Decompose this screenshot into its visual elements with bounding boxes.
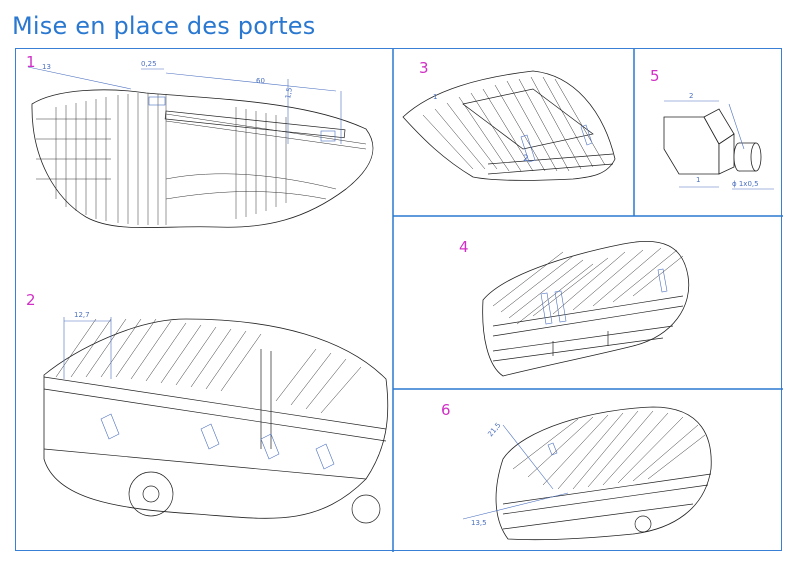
dimension-label: 0,25 xyxy=(141,60,157,68)
step-number: 5 xyxy=(650,67,660,85)
hinge-part-detail-drawing: 2 1 ϕ 1x0,5 xyxy=(663,92,774,190)
panel-dividers xyxy=(392,49,783,552)
panel-step-6: 6 21,5 13,5 xyxy=(393,389,783,552)
door-installation-drawing-3: 1 2 xyxy=(402,70,616,181)
dimension-label: 12,7 xyxy=(74,311,90,319)
door-installation-drawing-4 xyxy=(482,240,690,377)
door-installation-drawing-1: 13 0,25 60 1,5 xyxy=(27,60,374,229)
instruction-sheet-frame: 1 xyxy=(15,48,783,552)
dimension-label: 2 xyxy=(689,92,693,100)
step-number: 3 xyxy=(419,59,429,77)
dimension-label: 13,5 xyxy=(471,519,487,527)
step-number: 6 xyxy=(441,401,451,419)
panel-step-4: 4 xyxy=(393,216,783,389)
part-label: 2 xyxy=(523,154,529,164)
panel-step-1: 1 xyxy=(16,49,393,279)
step-number: 4 xyxy=(459,238,469,256)
step-number: 1 xyxy=(26,53,36,71)
dimension-label: ϕ 1x0,5 xyxy=(732,180,759,188)
door-installation-drawing-2: 12,7 xyxy=(43,311,389,524)
dimension-label: 13 xyxy=(42,63,51,71)
dimension-label: 1,5 xyxy=(284,87,294,99)
door-installation-drawing-6: 21,5 13,5 xyxy=(462,406,712,541)
panel-step-2: 2 xyxy=(16,279,393,552)
dimension-label: 1 xyxy=(696,176,700,184)
step-number: 2 xyxy=(26,291,36,309)
panel-step-5: 5 2 1 ϕ 1x0,5 xyxy=(634,49,783,216)
dimension-label: 60 xyxy=(256,77,265,85)
page-title: Mise en place des portes xyxy=(12,12,316,40)
panel-step-3: 3 1 2 xyxy=(393,49,634,216)
dimension-label: 21,5 xyxy=(486,421,502,438)
part-label: 1 xyxy=(433,93,437,101)
